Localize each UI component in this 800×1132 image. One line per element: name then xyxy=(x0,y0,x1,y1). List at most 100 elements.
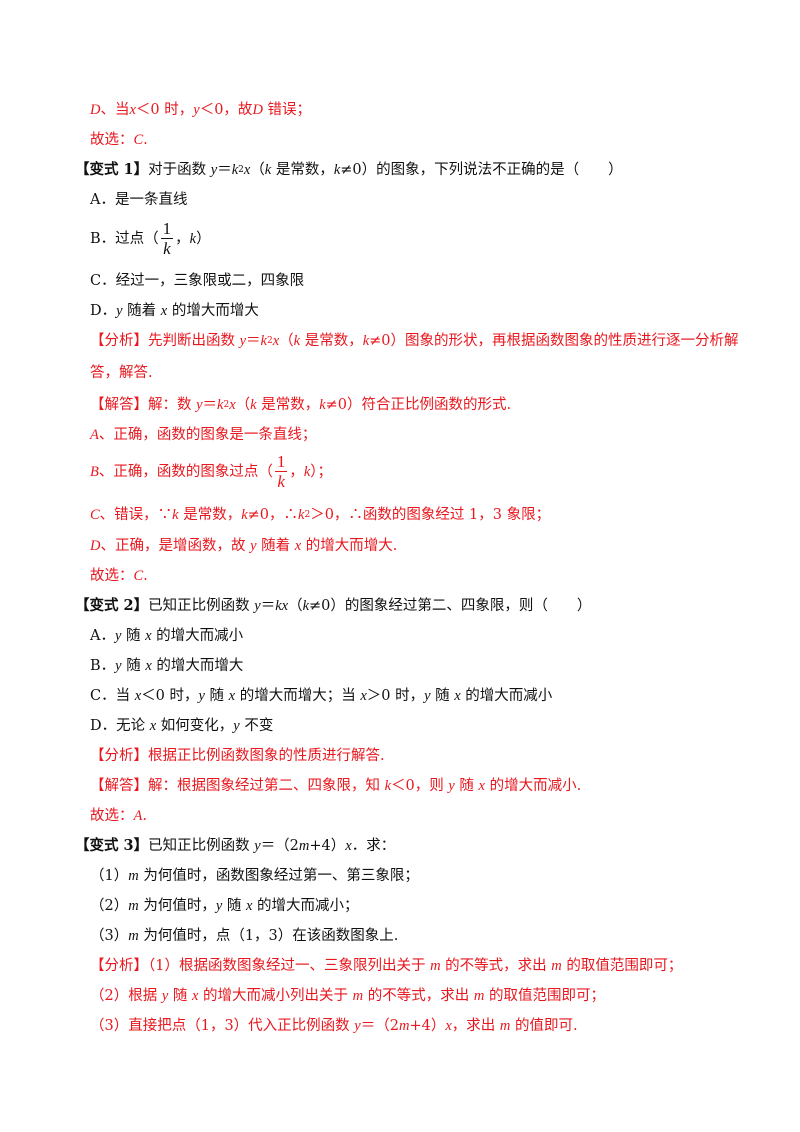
variable: x xyxy=(129,102,136,118)
text: 、正确，是增函数，故 xyxy=(100,538,251,554)
text: 随 xyxy=(222,898,246,914)
text: . xyxy=(142,808,147,824)
exponent: 2 xyxy=(304,510,311,520)
variable: m xyxy=(398,1018,410,1034)
variable: x xyxy=(134,688,142,704)
text: 故选： xyxy=(90,808,134,824)
option-letter: C xyxy=(90,507,100,523)
text: D． xyxy=(90,303,117,319)
variable: k xyxy=(217,397,224,413)
text: ＝ xyxy=(202,397,218,413)
text: ＞0 时， xyxy=(366,688,425,704)
text: 的取值范围即可； xyxy=(561,958,683,974)
variable: k xyxy=(384,778,392,794)
text: 对于函数 xyxy=(148,162,211,178)
text: 解：根据图象经过第二、四象限，知 xyxy=(148,778,385,794)
text: （2）根据 xyxy=(90,988,162,1004)
variant-2-question: 【变式 2】已知正比例函数 y＝kx（k≠0）的图象经过第二、四象限，则（ ） xyxy=(75,596,591,616)
variable: m xyxy=(352,988,364,1004)
analysis-line: 【分析】先判断出函数 y＝k2x（k 是常数，k≠0）图象的形状，再根据函数图象… xyxy=(90,331,739,353)
text: 故选： xyxy=(90,568,134,584)
variable: x xyxy=(243,162,251,178)
text: ≠0）图象的形状，再根据函数图象的性质进行逐一分析解 xyxy=(369,333,739,349)
text: ＜0，故 xyxy=(199,102,253,118)
variable: k xyxy=(319,397,326,413)
text: 为何值时， xyxy=(138,898,216,914)
variable: x xyxy=(272,333,280,349)
text: 的增大而减小 xyxy=(151,628,244,644)
text: （ xyxy=(288,598,303,614)
variable: k xyxy=(293,333,301,349)
text: 如何变化， xyxy=(156,718,234,734)
text: 解：数 xyxy=(148,397,197,413)
sub-question-3: （3）m 为何值时，点（1，3）在该函数图象上. xyxy=(90,926,398,946)
text: 随 xyxy=(168,988,192,1004)
text: （1） xyxy=(90,868,129,884)
option-c: C．经过一，三象限或二，四象限 xyxy=(90,271,304,291)
text: 的增大而减小 xyxy=(460,688,553,704)
text: ＞0，∴函数的图象经过 1，3 象限； xyxy=(310,507,551,523)
exponent: 2 xyxy=(223,400,230,410)
text: ） xyxy=(196,231,211,247)
text: 故选： xyxy=(90,132,134,148)
variable: y xyxy=(114,628,122,644)
answer-line: 故选：A. xyxy=(90,806,147,826)
text: 随着 xyxy=(122,303,161,319)
solution-line: C、错误，∵k 是常数，k≠0，∴k2＞0，∴函数的图象经过 1，3 象限； xyxy=(90,505,550,527)
variable: k xyxy=(264,162,272,178)
variable: m xyxy=(298,838,310,854)
text: 的增大而增大 xyxy=(151,658,244,674)
variable: x xyxy=(294,538,302,554)
text: 是常数， xyxy=(300,333,363,349)
text: 为何值时，函数图象经过第一、第三象限； xyxy=(138,868,419,884)
text: . xyxy=(143,568,148,584)
text: ， xyxy=(175,231,190,247)
variable: k xyxy=(250,397,257,413)
variable: y xyxy=(116,303,123,319)
answer-line: 故选：C. xyxy=(90,130,148,150)
variable: x xyxy=(454,688,461,704)
text: ＝ xyxy=(217,162,232,178)
variable: k xyxy=(302,598,309,614)
variable: m xyxy=(430,958,441,974)
variable: k xyxy=(298,507,305,523)
option-d: D．y 随着 x 的增大而增大 xyxy=(90,301,259,321)
variable: y xyxy=(161,988,169,1004)
option-letter: B xyxy=(90,464,99,480)
numerator: 1 xyxy=(160,219,174,239)
text: +4） xyxy=(409,1018,446,1034)
variable: x xyxy=(192,988,199,1004)
text: +4） xyxy=(309,838,346,854)
text: 、错误，∵ xyxy=(99,507,173,523)
text: D．无论 xyxy=(90,718,150,734)
option-letter: D xyxy=(90,102,101,118)
text: ＜0，则 xyxy=(391,778,449,794)
solution-line: D、当x＜0 时，y＜0，故D 错误； xyxy=(90,100,311,120)
text: 随 xyxy=(204,688,229,704)
text: 先判断出函数 xyxy=(148,333,240,349)
variable: y xyxy=(193,102,200,118)
text: . xyxy=(143,132,148,148)
text: ＝ xyxy=(246,333,261,349)
option-letter: D xyxy=(90,538,101,554)
text: 为何值时，点（1，3）在该函数图象上. xyxy=(138,928,399,944)
variable: k xyxy=(303,464,311,480)
text: 的增大而减小； xyxy=(252,898,359,914)
variable: y xyxy=(354,1018,361,1034)
variable: x xyxy=(228,688,236,704)
text: （2） xyxy=(90,898,129,914)
text: 是常数， xyxy=(256,397,320,413)
variant-3-question: 【变式 3】已知正比例函数 y＝（2m+4）x．求： xyxy=(75,836,395,856)
text: ≠0）的图象经过第二、四象限，则（ ） xyxy=(309,598,592,614)
solution-label: 【解答】 xyxy=(90,397,148,413)
variable: m xyxy=(128,898,139,914)
variable: y xyxy=(250,538,257,554)
answer-line: 故选：C. xyxy=(90,566,148,586)
text: 随着 xyxy=(256,538,295,554)
text: B．过点（ xyxy=(90,231,159,247)
text: C．经过一，三象限或二，四象限 xyxy=(90,273,305,289)
variable: m xyxy=(128,928,139,944)
